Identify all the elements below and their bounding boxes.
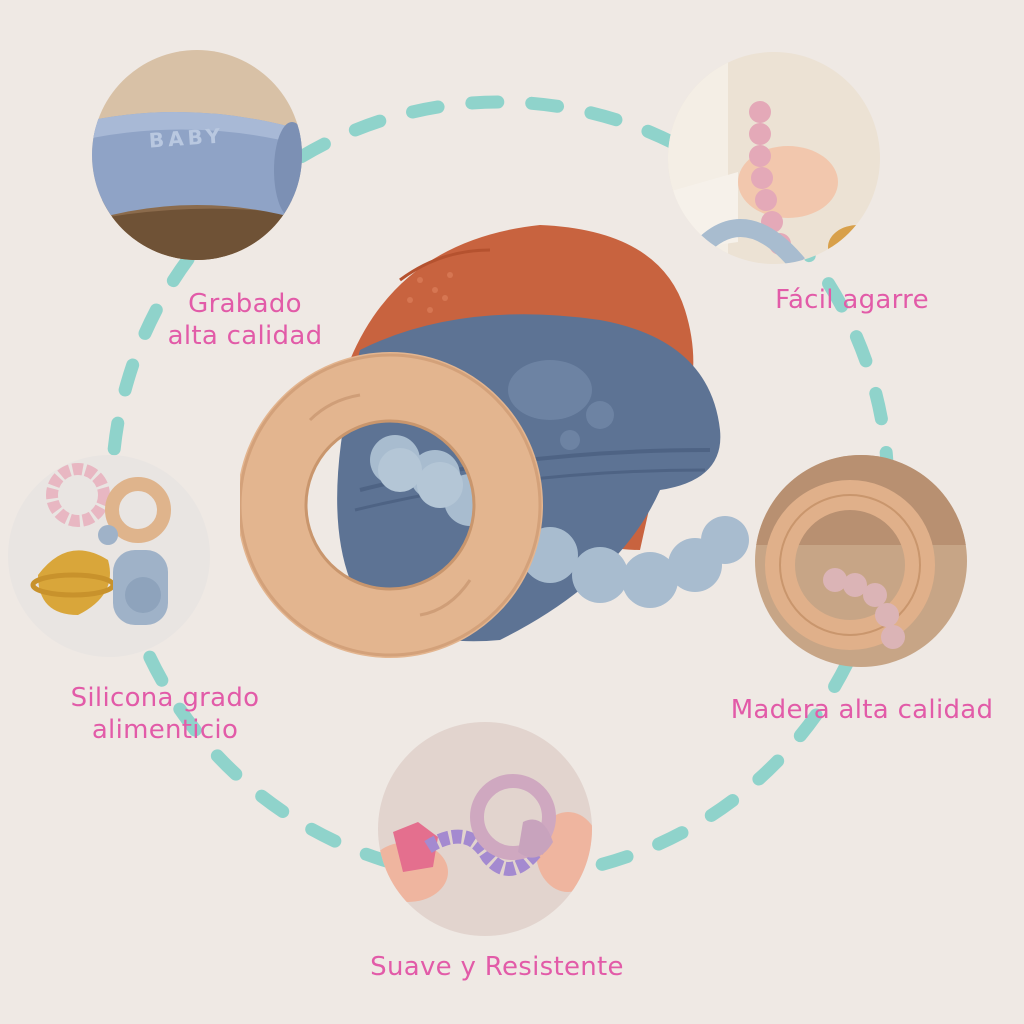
photo-wood [755,455,967,667]
silicone-teether-set-icon [8,455,210,657]
planet-rocket-teether-icon [240,225,749,658]
feature-label-soft: Suave y Resistente [370,952,624,982]
feature-label-wood: Madera alta calidad [730,695,994,725]
wooden-ring-icon [755,455,967,667]
photo-stretch [378,722,592,936]
feature-label-silicone: Silicona grado alimenticio [70,683,260,745]
feature-label-grip: Fácil agarre [775,285,929,315]
feature-label-engraving: Grabado alta calidad [167,289,323,351]
stretch-teether-icon [378,722,592,936]
photo-silicone [8,455,210,657]
engraving-text: BABY [148,123,225,152]
